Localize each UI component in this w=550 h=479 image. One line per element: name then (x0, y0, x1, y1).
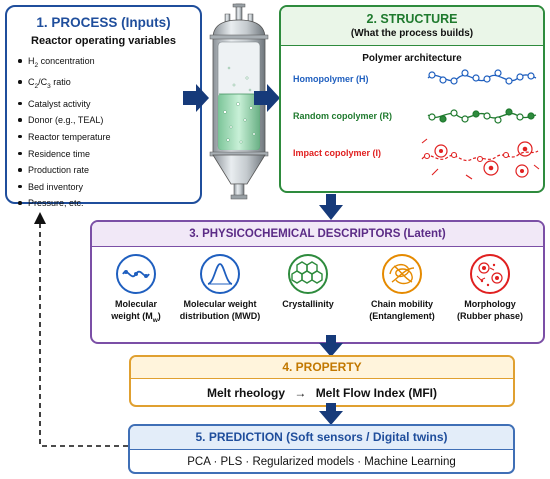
reactor-vessel-icon (209, 3, 269, 200)
distribution-curve-icon (200, 254, 240, 294)
structure-subtitle: (What the process builds) (350, 28, 474, 39)
list-item: Reactor temperature (17, 129, 200, 146)
arrow-right-icon (254, 84, 280, 112)
mfi-label: Melt Flow Index (MFI) (315, 386, 438, 400)
list-item: Donor (e.g., TEAL) (17, 112, 200, 129)
prediction-box: 5. PREDICTION (Soft sensors / Digital tw… (128, 424, 515, 474)
descriptor-crystallinity: Crystallinity (266, 254, 350, 311)
crystal-lattice-icon (288, 254, 328, 294)
descriptors-box: 3. PHYSICOCHEMICAL DESCRIPTORS (Latent) … (90, 220, 545, 344)
rubber-phase-icon (470, 254, 510, 294)
list-item: Pressure, etc. (17, 195, 200, 212)
list-item: Catalyst activity (17, 96, 200, 113)
arrow-down-icon (319, 335, 343, 357)
list-item: Residence time (17, 146, 200, 163)
list-item: Production rate (17, 162, 200, 179)
melt-rheology-label: Melt rheology (206, 386, 285, 400)
list-item: C2/C3 ratio (17, 74, 200, 95)
arrow-right-icon (183, 84, 209, 112)
descriptor-label: Chain mobility (Entanglement) (369, 299, 435, 321)
descriptor-label: Molecular weight distribution (MWD) (179, 299, 261, 321)
descriptor-morphology: Morphology (Rubber phase) (448, 254, 532, 322)
arrow-down-icon (319, 194, 343, 220)
impact-copolymer-chain-icon (421, 138, 540, 180)
list-item: Bed inventory (17, 179, 200, 196)
process-box: 1. PROCESS (Inputs) Reactor operating va… (5, 5, 202, 208)
random-copolymer-chain-icon (427, 108, 537, 124)
descriptor-chain-mobility: Chain mobility (Entanglement) (360, 254, 444, 322)
list-item: H2 concentration (17, 53, 200, 74)
descriptor-molecular-weight: Molecular weight (Mw) (94, 254, 178, 326)
impact-copolymer-label: Impact copolymer (I) (293, 148, 382, 158)
process-variable-list: H2 concentration C2/C3 ratio Catalyst ac… (17, 53, 200, 212)
descriptor-mwd: Molecular weight distribution (MWD) (178, 254, 262, 322)
process-subtitle: Reactor operating variables (31, 35, 176, 47)
property-title: 4. PROPERTY (131, 357, 513, 379)
descriptor-label: Crystallinity (282, 299, 334, 309)
property-box: 4. PROPERTY Melt rheology → Melt Flow In… (129, 355, 515, 407)
arrow-down-icon (319, 403, 343, 425)
property-relation: Melt rheology → Melt Flow Index (MFI) (131, 379, 513, 405)
random-copolymer-label: Random copolymer (R) (293, 111, 393, 121)
process-title: 1. PROCESS (Inputs) (36, 15, 171, 30)
descriptors-title: 3. PHYSICOCHEMICAL DESCRIPTORS (Latent) (92, 222, 543, 247)
descriptor-label: Molecular weight (Mw) (111, 299, 161, 324)
arrow-right-icon: → (294, 386, 307, 400)
structure-header: 2. STRUCTURE (What the process builds) (281, 7, 543, 46)
homopolymer-chain-icon (427, 69, 537, 85)
descriptor-label: Morphology (Rubber phase) (456, 299, 523, 321)
entangled-chain-icon (382, 254, 422, 294)
prediction-methods: PCA · PLS · Regularized models · Machine… (187, 456, 456, 468)
polymer-architecture-heading: Polymer architecture (362, 53, 462, 64)
structure-box: 2. STRUCTURE (What the process builds) P… (279, 5, 545, 193)
homopolymer-label: Homopolymer (H) (293, 74, 369, 84)
structure-title: 2. STRUCTURE (366, 12, 458, 26)
molecular-weight-icon (116, 254, 156, 294)
prediction-title: 5. PREDICTION (Soft sensors / Digital tw… (130, 426, 513, 450)
